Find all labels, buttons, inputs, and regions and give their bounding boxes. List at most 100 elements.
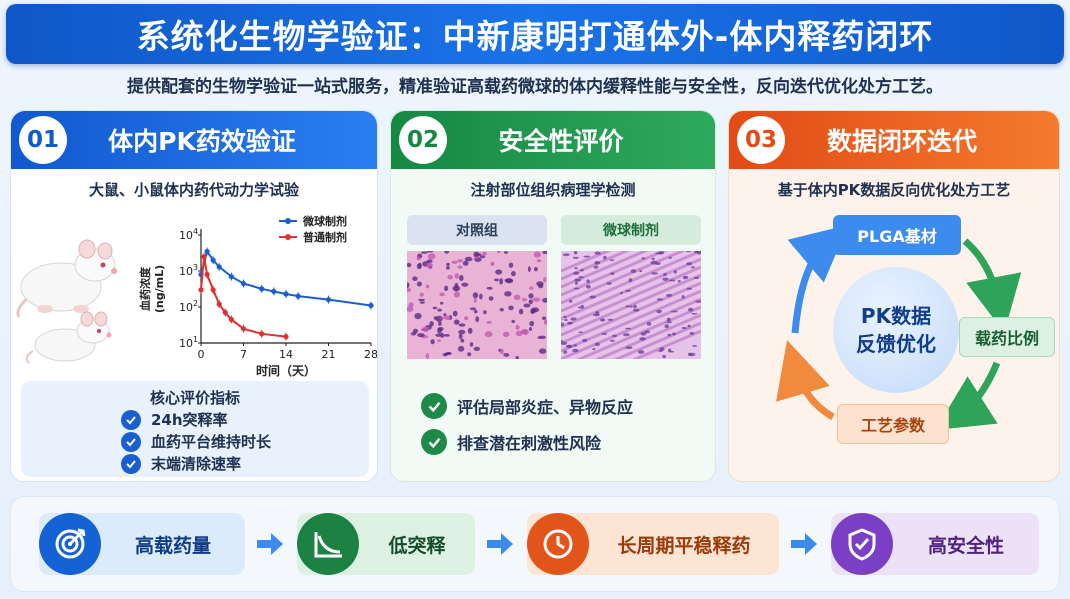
- cell-nucleus: [586, 279, 590, 283]
- cell-nucleus: [673, 270, 677, 274]
- cell-nucleus: [508, 262, 514, 268]
- panel-iteration-subtitle: 基于体内PK数据反向优化处方工艺: [777, 181, 1011, 199]
- panel-pk-title: 体内PK药效验证: [108, 127, 296, 156]
- safety-item: 排查潜在刺激性风险: [421, 429, 601, 455]
- cell-nucleus: [444, 251, 450, 254]
- cell-nucleus: [486, 286, 493, 290]
- cell-nucleus: [603, 255, 607, 260]
- cell-nucleus: [681, 326, 687, 330]
- x-tick-label: 0: [198, 348, 205, 361]
- cell-nucleus: [589, 295, 596, 299]
- cell-nucleus: [594, 251, 601, 255]
- panel-safety-title: 安全性评价: [498, 127, 624, 156]
- cell-nucleus: [457, 265, 463, 269]
- cell-nucleus: [443, 313, 447, 317]
- cell-nucleus: [536, 281, 544, 287]
- cell-nucleus: [453, 291, 460, 298]
- feature-label: 低突释: [388, 534, 446, 557]
- cell-nucleus: [691, 313, 698, 315]
- panel-safety-header: 02 安全性评价: [391, 111, 715, 169]
- cell-nucleus: [639, 337, 646, 341]
- cell-nucleus: [453, 319, 460, 325]
- cell-nucleus: [499, 278, 503, 285]
- cell-nucleus: [658, 251, 665, 255]
- arrow-right-icon: [487, 533, 513, 555]
- page-title: 系统化生物学验证：中新康明打通体外-体内释药闭环: [6, 4, 1064, 64]
- cell-nucleus: [565, 345, 573, 347]
- cell-nucleus: [472, 292, 479, 299]
- arrow-right-icon: [791, 533, 817, 555]
- rat-illustration: [16, 239, 117, 318]
- cell-nucleus: [439, 292, 445, 297]
- cell-nucleus: [529, 320, 535, 327]
- data-point: [271, 288, 277, 295]
- tissue-fiber: [561, 273, 701, 337]
- cell-nucleus: [473, 251, 480, 257]
- shield-check-icon: [831, 513, 893, 575]
- cell-nucleus: [407, 306, 414, 312]
- y-tick-label: 104: [179, 227, 198, 242]
- cell-nucleus: [686, 287, 692, 290]
- cell-nucleus: [574, 267, 578, 270]
- x-tick-label: 14: [279, 348, 293, 361]
- cell-nucleus: [464, 316, 469, 321]
- cell-nucleus: [425, 262, 433, 268]
- tissue-fiber: [575, 305, 701, 359]
- cell-nucleus: [572, 348, 579, 353]
- cell-nucleus: [666, 317, 671, 322]
- cell-nucleus: [410, 332, 417, 336]
- cell-nucleus: [578, 276, 584, 279]
- cell-nucleus: [430, 339, 435, 345]
- cell-nucleus: [511, 271, 516, 277]
- cell-nucleus: [663, 273, 667, 276]
- cell-nucleus: [671, 332, 676, 336]
- cell-nucleus: [486, 321, 492, 324]
- feature-strip: 高载药量 低突释 长周期平稳释药 高安全性: [10, 496, 1060, 592]
- cell-nucleus: [573, 287, 580, 290]
- cell-nucleus: [479, 293, 483, 300]
- cell-nucleus: [577, 306, 585, 309]
- x-tick-label: 7: [240, 348, 247, 361]
- cell-nucleus: [637, 350, 645, 354]
- cell-nucleus: [567, 321, 573, 325]
- y-axis-label-line: (ng/mL): [153, 265, 166, 313]
- cell-nucleus: [511, 319, 515, 324]
- cell-nucleus: [442, 353, 448, 357]
- panel-safety-number: 02: [399, 116, 447, 164]
- data-point: [201, 254, 207, 260]
- cell-nucleus: [502, 331, 510, 337]
- data-point: [198, 287, 204, 293]
- data-point: [325, 297, 332, 303]
- cell-nucleus: [437, 327, 444, 331]
- tissue-fiber: [561, 265, 701, 329]
- kpi-label: 末端清除速率: [151, 455, 242, 473]
- cell-nucleus: [483, 310, 487, 315]
- cell-nucleus: [561, 340, 564, 343]
- cell-nucleus: [438, 321, 442, 326]
- cell-nucleus: [656, 309, 662, 314]
- node-plga: PLGA基材: [833, 215, 961, 255]
- cycle-center: PK数据 反馈优化: [833, 267, 959, 393]
- cell-nucleus: [529, 286, 534, 290]
- cell-nucleus: [425, 284, 430, 289]
- cell-nucleus: [533, 266, 538, 272]
- cell-nucleus: [542, 251, 546, 255]
- cell-nucleus: [628, 278, 633, 282]
- cell-nucleus: [562, 253, 570, 257]
- cell-nucleus: [473, 309, 478, 314]
- cell-nucleus: [515, 325, 520, 330]
- cell-nucleus: [418, 298, 425, 302]
- cell-nucleus: [640, 332, 647, 336]
- cell-nucleus: [518, 308, 524, 315]
- cell-nucleus: [574, 278, 582, 282]
- x-tick-label: 21: [322, 348, 336, 361]
- data-point: [295, 293, 301, 299]
- check-icon: [121, 431, 141, 452]
- cell-nucleus: [469, 342, 474, 347]
- tissue-fiber: [631, 329, 701, 359]
- cell-nucleus: [641, 257, 646, 260]
- legend-marker: [285, 218, 291, 224]
- cell-nucleus: [541, 316, 547, 320]
- cell-nucleus: [573, 344, 578, 347]
- cell-nucleus: [561, 322, 564, 327]
